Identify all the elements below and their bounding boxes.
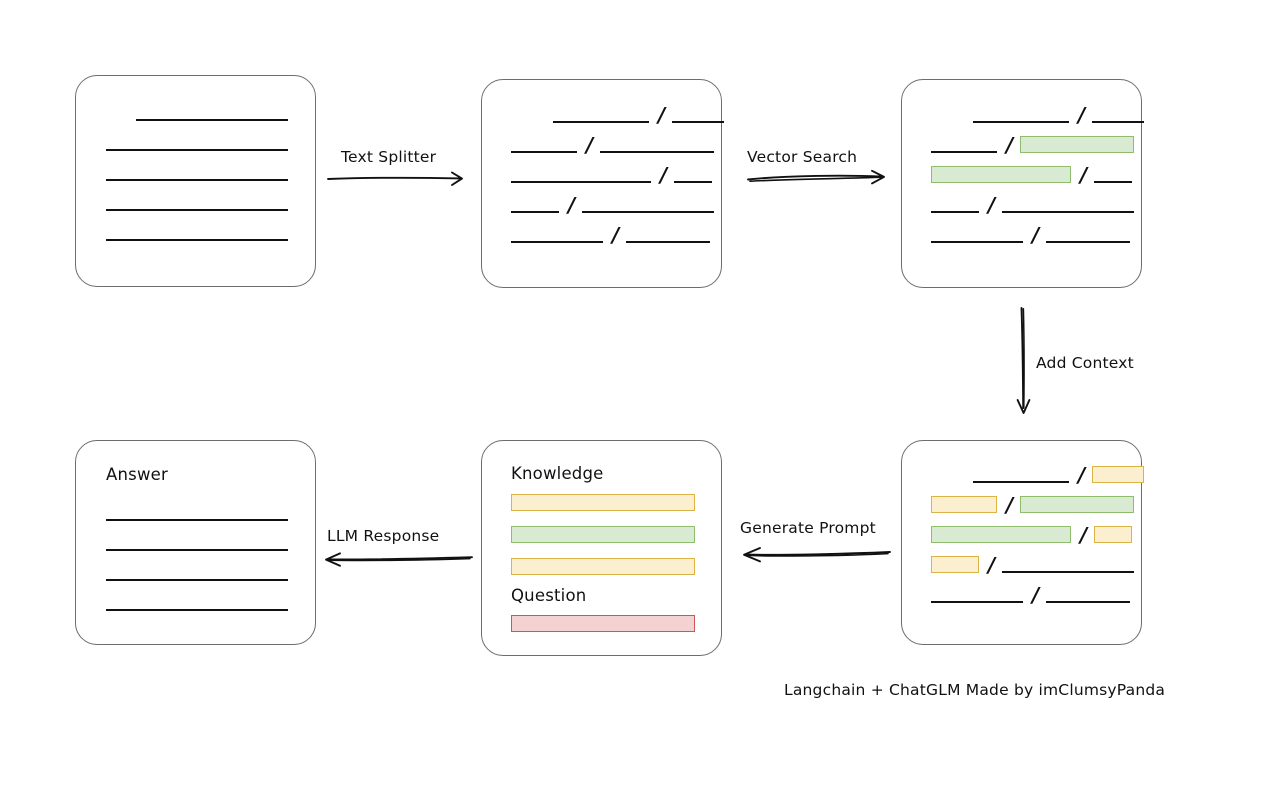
slash-separator: / — [658, 103, 666, 127]
text-rule — [106, 579, 288, 581]
highlight-chip-yellow — [931, 496, 997, 513]
prompt-card[interactable]: Knowledge Question — [481, 440, 722, 656]
edge-label-llm-response: LLM Response — [327, 527, 440, 545]
slash-separator: / — [988, 553, 996, 577]
highlight-chip-green — [931, 166, 1071, 183]
text-rule — [674, 181, 712, 183]
arrow-text-splitter — [327, 171, 463, 186]
text-rule — [1046, 601, 1130, 603]
text-rule — [1094, 181, 1132, 183]
text-rule — [106, 519, 288, 521]
text-rule — [106, 209, 288, 211]
text-rule — [931, 601, 1023, 603]
text-rule — [626, 241, 710, 243]
arrow-generate-prompt — [743, 547, 891, 563]
text-rule — [106, 149, 288, 151]
knowledge-heading: Knowledge — [511, 464, 604, 483]
text-rule — [931, 211, 979, 213]
arrow-vector-search — [747, 169, 885, 185]
source-document-card[interactable] — [75, 75, 316, 287]
text-rule — [511, 181, 651, 183]
text-rule — [106, 609, 288, 611]
highlight-chip-yellow — [1094, 526, 1132, 543]
slash-separator: / — [586, 133, 594, 157]
text-rule — [511, 211, 559, 213]
text-rule — [553, 121, 649, 123]
edge-label-text-splitter: Text Splitter — [341, 148, 437, 166]
text-rule — [931, 241, 1023, 243]
text-rule — [136, 119, 288, 121]
text-rule — [1002, 211, 1134, 213]
edge-label-vector-search: Vector Search — [747, 148, 858, 166]
highlight-chip-yellow — [1092, 466, 1144, 483]
arrow-llm-response — [325, 552, 473, 567]
highlight-chip-green — [1020, 496, 1134, 513]
footer-credit: Langchain + ChatGLM Made by imClumsyPand… — [784, 681, 1166, 699]
slash-separator: / — [568, 193, 576, 217]
slash-separator: / — [1078, 463, 1086, 487]
text-rule — [582, 211, 714, 213]
text-rule — [511, 241, 603, 243]
matched-chunks-card[interactable]: / / / / / — [901, 79, 1144, 288]
edge-label-generate-prompt: Generate Prompt — [740, 519, 876, 537]
text-rule — [672, 121, 724, 123]
slash-separator: / — [1080, 523, 1088, 547]
answer-card[interactable]: Answer — [75, 440, 316, 645]
text-rule — [973, 481, 1069, 483]
highlight-chip-green — [931, 526, 1071, 543]
prompt-bar-red — [511, 615, 695, 632]
text-rule — [1092, 121, 1144, 123]
text-rule — [106, 549, 288, 551]
slash-separator: / — [988, 193, 996, 217]
prompt-bar-green — [511, 526, 695, 543]
arrow-add-context — [1016, 307, 1031, 414]
highlight-chip-yellow — [931, 556, 979, 573]
text-rule — [931, 151, 997, 153]
split-chunks-card[interactable]: / / / / / — [481, 79, 724, 288]
slash-separator: / — [660, 163, 668, 187]
slash-separator: / — [1032, 583, 1040, 607]
text-rule — [1002, 571, 1134, 573]
slash-separator: / — [1006, 493, 1014, 517]
edge-label-add-context: Add Context — [1036, 354, 1134, 372]
text-rule — [106, 239, 288, 241]
slash-separator: / — [1078, 103, 1086, 127]
text-rule — [106, 179, 288, 181]
text-rule — [600, 151, 714, 153]
slash-separator: / — [1080, 163, 1088, 187]
text-rule — [511, 151, 577, 153]
text-rule — [973, 121, 1069, 123]
highlight-chip-green — [1020, 136, 1134, 153]
question-heading: Question — [511, 586, 587, 605]
prompt-bar-yellow — [511, 494, 695, 511]
answer-heading: Answer — [106, 465, 168, 484]
slash-separator: / — [612, 223, 620, 247]
text-rule — [1046, 241, 1130, 243]
prompt-bar-yellow — [511, 558, 695, 575]
slash-separator: / — [1032, 223, 1040, 247]
context-chunks-card[interactable]: / / / / / — [901, 440, 1144, 645]
slash-separator: / — [1006, 133, 1014, 157]
